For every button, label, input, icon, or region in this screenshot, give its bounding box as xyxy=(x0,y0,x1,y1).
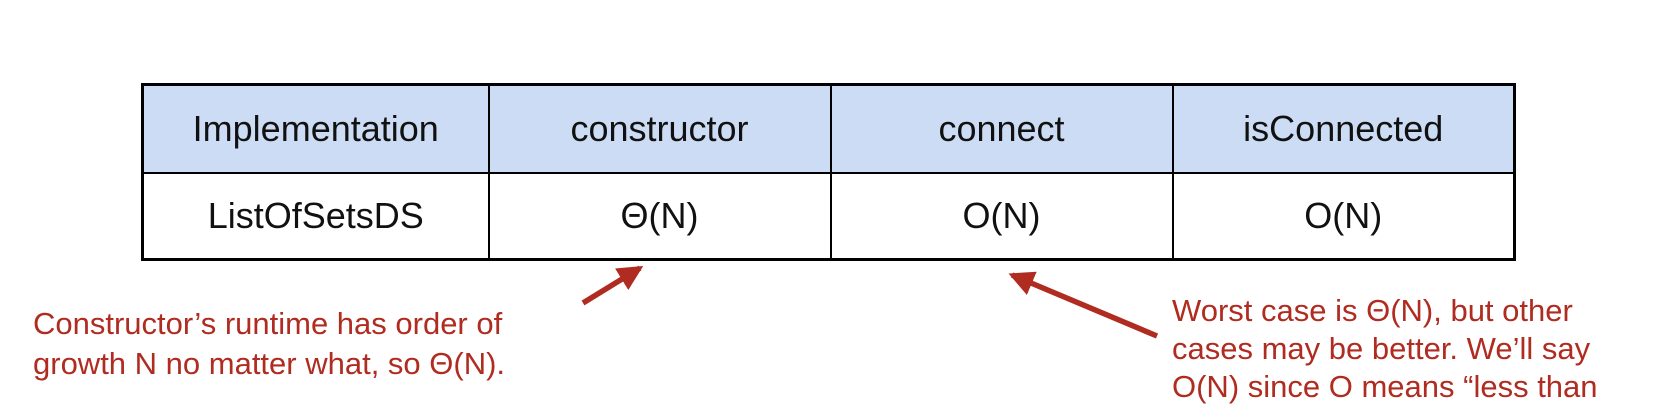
cell-connect-runtime: O(N) xyxy=(829,172,1174,261)
header-cell-connect: connect xyxy=(829,83,1174,174)
constructor-arrow-icon xyxy=(581,265,644,306)
annotation-line: O(N) since O means “less than xyxy=(1172,369,1598,404)
annotation-line: Constructor’s runtime has order of xyxy=(33,306,503,341)
header-cell-implementation: Implementation xyxy=(141,83,490,174)
runtime-table: Implementation constructor connect isCon… xyxy=(141,83,1516,261)
table-header-row: Implementation constructor connect isCon… xyxy=(141,83,1516,174)
connect-arrow-icon xyxy=(1008,271,1159,339)
header-cell-isconnected: isConnected xyxy=(1171,83,1516,174)
header-cell-constructor: constructor xyxy=(487,83,832,174)
connect-annotation: Worst case is Θ(N), but other cases may … xyxy=(1172,292,1598,406)
constructor-annotation: Constructor’s runtime has order of growt… xyxy=(33,304,505,384)
annotation-line: growth N no matter what, so Θ(N). xyxy=(33,346,506,381)
annotation-line: cases may be better. We’ll say xyxy=(1172,331,1591,366)
annotation-line: Worst case is Θ(N), but other xyxy=(1172,293,1573,328)
table-row: ListOfSetsDS Θ(N) O(N) O(N) xyxy=(141,172,1516,261)
cell-isconnected-runtime: O(N) xyxy=(1171,172,1516,261)
cell-implementation: ListOfSetsDS xyxy=(141,172,490,261)
cell-constructor-runtime: Θ(N) xyxy=(487,172,832,261)
